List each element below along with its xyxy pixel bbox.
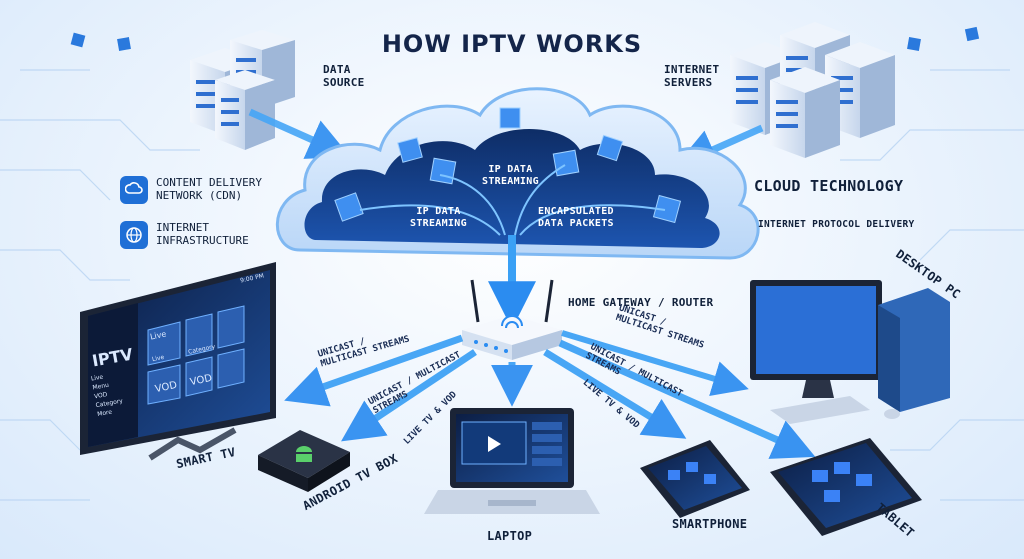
cdn-line2: NETWORK (CDN): [156, 189, 243, 202]
android-icon: [296, 446, 312, 462]
data-source-label: DATA SOURCE: [323, 63, 365, 89]
cloud-center-line1: IP DATA: [488, 164, 533, 175]
cloud-technology-label: CLOUD TECHNOLOGY: [754, 177, 904, 195]
source-to-cloud-arrow: [248, 108, 351, 159]
arrow-to-tablet: [558, 339, 816, 459]
legend-cdn: CONTENT DELIVERY NETWORK (CDN): [120, 176, 262, 204]
cloud-left-line1: IP DATA: [416, 206, 461, 217]
page-title: HOW IPTV WORKS: [381, 30, 643, 58]
cloud-label-encapsulated: ENCAPSULATED DATA PACKETS: [538, 206, 614, 229]
laptop-label: LAPTOP: [487, 529, 533, 543]
cloud-stream-lines: [359, 164, 666, 236]
cdn-line1: CONTENT DELIVERY: [156, 176, 262, 190]
smartphone: [640, 440, 750, 518]
arrow-to-desktop: [561, 330, 749, 397]
arrow-to-tv-box: [341, 349, 477, 442]
cdn-icon: [120, 176, 148, 204]
wifi-icon: [501, 315, 523, 329]
cloud-label-center: IP DATA STREAMING: [482, 164, 539, 187]
packet-icons: [334, 107, 682, 224]
tablet: [770, 438, 922, 536]
internet-servers-line2: SERVERS: [664, 75, 713, 89]
laptop: [424, 408, 600, 514]
arrow-to-smartphone: [543, 349, 687, 439]
data-source-line2: SOURCE: [323, 75, 365, 89]
server-rack: [770, 67, 840, 158]
cube-icon: [117, 37, 131, 51]
smart-tv: [80, 262, 276, 461]
stream-arrows: [284, 330, 816, 459]
data-source-line1: DATA: [323, 63, 351, 76]
android-tv-box: [258, 430, 350, 492]
desktop-pc: [750, 280, 950, 424]
protocol-delivery-label: INTERNET PROTOCOL DELIVERY: [758, 219, 915, 230]
internet-servers-label: INTERNET SERVERS: [664, 63, 720, 89]
arrow-to-smart-tv: [284, 334, 464, 407]
infrastructure-text: INTERNET INFRASTRUCTURE: [156, 222, 249, 247]
legend-infrastructure: INTERNET INFRASTRUCTURE: [120, 221, 249, 249]
cube-icons: [70, 26, 980, 51]
cube-icon: [964, 26, 980, 42]
cube-icon: [907, 37, 921, 51]
play-icon: [488, 436, 501, 452]
cube-icon: [70, 32, 86, 48]
globe-icon: [120, 221, 148, 249]
home-gateway-label: HOME GATEWAY / ROUTER: [568, 296, 714, 309]
smartphone-label: SMARTPHONE: [672, 517, 748, 531]
cloud-label-left: IP DATA STREAMING: [410, 206, 467, 229]
circuit-lines: [0, 69, 1024, 501]
router: [462, 279, 562, 360]
data-source-servers: [190, 30, 295, 150]
server-rack: [215, 70, 275, 150]
cdn-text: CONTENT DELIVERY NETWORK (CDN): [156, 177, 262, 202]
tv-tiles: [147, 305, 245, 405]
infrastructure-line1: INTERNET: [156, 221, 209, 235]
cloud: [275, 87, 760, 330]
encapsulated-line1: ENCAPSULATED: [538, 206, 614, 217]
server-rack: [825, 42, 895, 138]
cloud-left-line2: STREAMING: [410, 217, 467, 229]
infrastructure-line2: INFRASTRUCTURE: [156, 234, 249, 247]
encapsulated-line2: DATA PACKETS: [538, 217, 614, 229]
internet-servers-line1: INTERNET: [664, 63, 720, 76]
internet-servers: [730, 22, 895, 158]
cloud-center-line2: STREAMING: [482, 175, 539, 187]
